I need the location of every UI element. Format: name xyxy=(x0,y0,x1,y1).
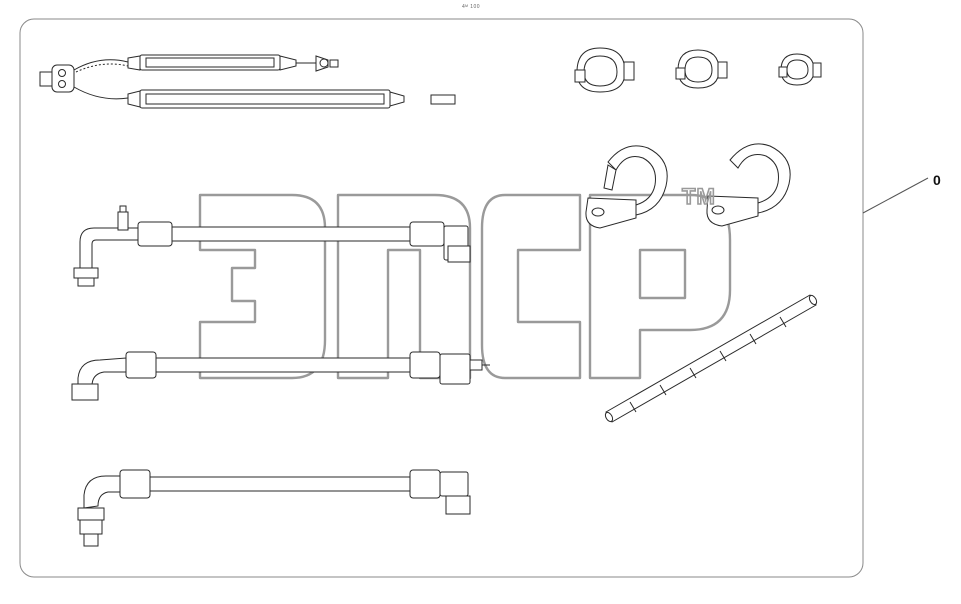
small-clamps xyxy=(574,47,822,93)
callout-leader xyxy=(862,177,929,214)
hose-line-2 xyxy=(71,351,490,401)
diagram-frame xyxy=(19,18,864,578)
hose-line-3 xyxy=(77,469,471,547)
hose-kit xyxy=(39,54,456,109)
watermark-tm: TM xyxy=(681,183,716,210)
p-clamp-2 xyxy=(706,143,791,227)
top-note: 4ᴹ 100 xyxy=(462,4,481,10)
p-clamp-1 xyxy=(585,145,668,229)
callout-number: 0 xyxy=(933,172,941,188)
clamp-3 xyxy=(778,53,822,86)
loose-tube xyxy=(604,294,818,423)
clamp-1 xyxy=(574,47,635,93)
clamp-2 xyxy=(675,49,728,89)
p-clamps xyxy=(585,143,791,229)
hose-line-1 xyxy=(73,205,471,287)
watermark xyxy=(198,193,732,380)
